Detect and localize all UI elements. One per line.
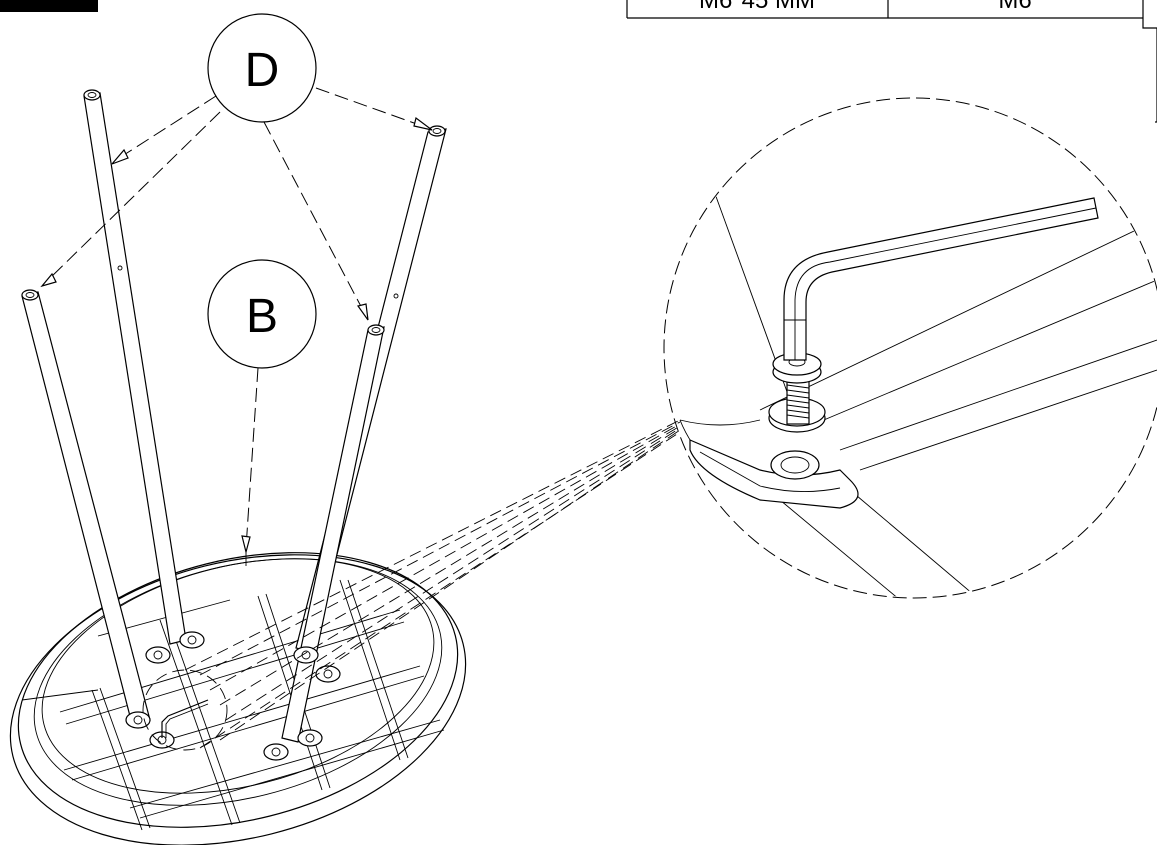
leader-lines-d [40, 87, 433, 321]
parts-table: M6*45 MM M6 [626, 0, 1157, 123]
callout-b: B [207, 259, 317, 369]
leg-brackets [125, 631, 341, 761]
projection-lines [184, 419, 681, 749]
leg-hole [117, 265, 123, 271]
table-cell-size: M6*45 MM [699, 0, 815, 14]
callout-d-label: D [245, 44, 280, 97]
allen-key-small [161, 699, 209, 738]
corner-block [0, 0, 98, 12]
leg-hole [393, 293, 399, 299]
table-top-frame [9, 552, 467, 846]
detail-view [663, 97, 1157, 599]
table-cell-code: M6 [998, 0, 1031, 14]
callout-b-label: B [246, 290, 278, 343]
callout-d: D [207, 13, 317, 123]
detail-origin-circle [142, 669, 228, 751]
leader-line-b [241, 367, 259, 566]
leg-right-front [281, 324, 385, 743]
